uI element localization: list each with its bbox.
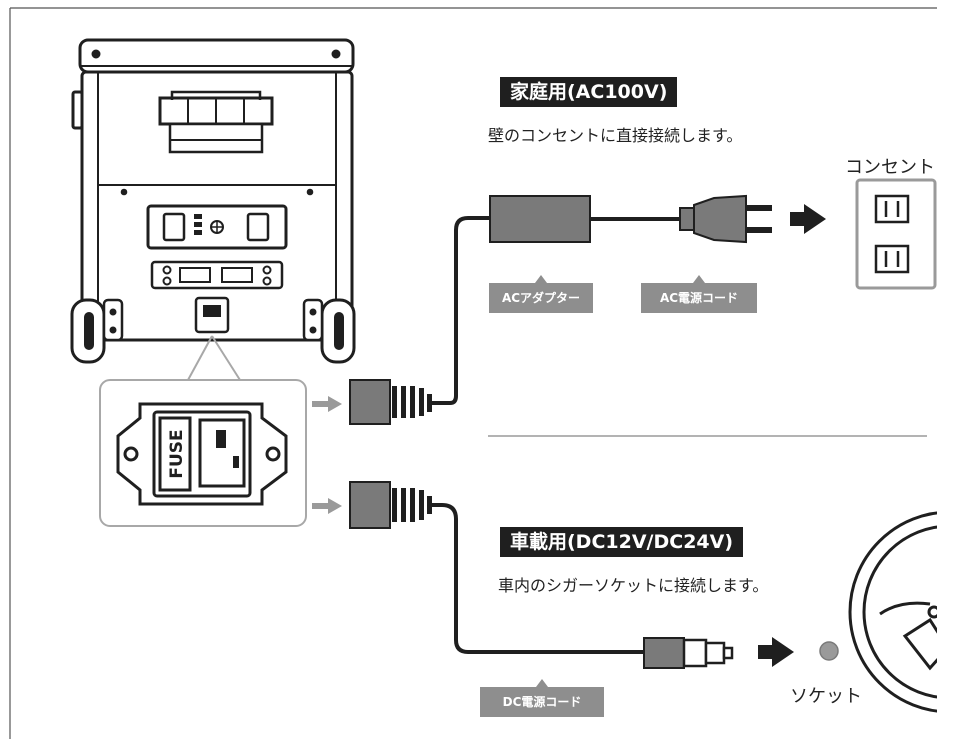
dc-section-description: 車内のシガーソケットに接続します。: [498, 576, 769, 595]
ac-adapter-tag: ACアダプター: [489, 275, 593, 313]
right-crop-mask: [937, 0, 971, 739]
outlet-label: コンセント: [845, 157, 935, 178]
connect-arrow-ac: [312, 396, 342, 412]
socket-label: ソケット: [790, 686, 862, 707]
ac-section-heading: 家庭用(AC100V): [500, 77, 678, 107]
ac-cord-plug: [349, 216, 490, 425]
cigarette-lighter-plug: [643, 637, 734, 669]
dc-cord-tag: DC電源コード: [480, 679, 604, 717]
page-corner-border: [9, 7, 971, 739]
wall-plug: [679, 194, 772, 244]
dc-section-heading: 車載用(DC12V/DC24V): [500, 527, 744, 557]
callout-pointer: [187, 335, 241, 381]
arrow-to-outlet: [790, 204, 826, 234]
dc-cord-plug: [349, 481, 644, 654]
ac-cord-tag: AC電源コード: [641, 275, 757, 313]
dc-input-socket-closeup: [116, 402, 288, 506]
wall-outlet: [855, 178, 937, 290]
dc-port-label: DC: [207, 322, 217, 329]
car-socket: [819, 641, 839, 661]
ac-adapter: [489, 195, 591, 243]
fuse-label: FUSE: [167, 429, 187, 478]
ac-section-description: 壁のコンセントに直接接続します。: [488, 126, 743, 145]
arrow-to-socket: [758, 637, 794, 667]
connect-arrow-dc: [312, 498, 342, 514]
cooler-device-illustration: [70, 38, 356, 364]
